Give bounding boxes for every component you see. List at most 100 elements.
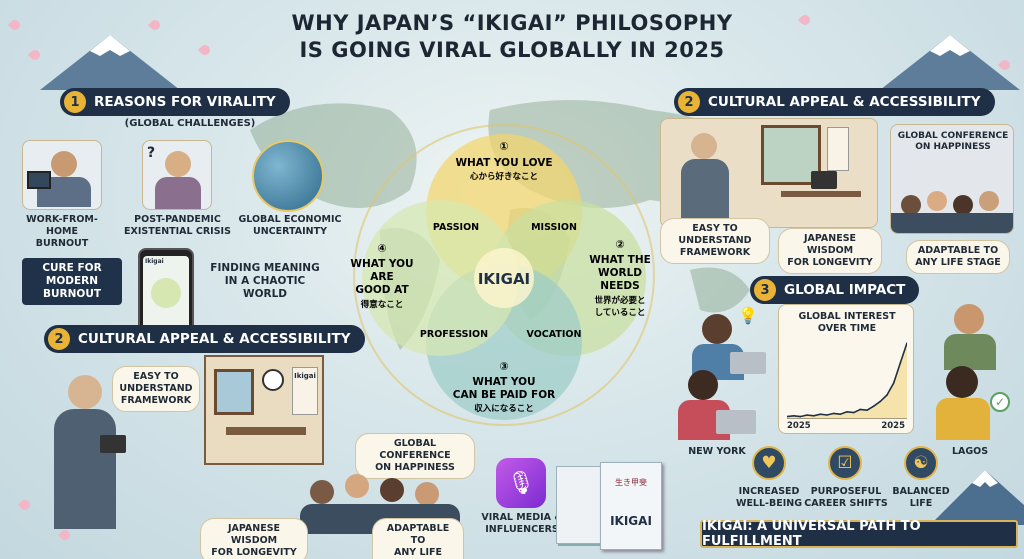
chart-point-3	[806, 414, 808, 416]
footer-banner: IKIGAI: A UNIVERSAL PATH TO FULFILLMENT	[700, 519, 1018, 549]
section-2-bottom-number: 2	[48, 328, 70, 350]
ikigai-book-cover: 生き甲斐 IKIGAI	[600, 462, 662, 550]
section-2-bottom-heading: 2 CULTURAL APPEAL & ACCESSIBILITY	[44, 325, 365, 353]
media-label: VIRAL MEDIA &INFLUENCERS	[481, 512, 563, 535]
postpandemic-illustration: ?	[142, 140, 212, 210]
section-3-number: 3	[754, 279, 776, 301]
mount-fuji-left-icon	[40, 35, 180, 90]
book-title: IKIGAI	[610, 514, 652, 528]
clock-icon	[262, 369, 284, 391]
section-2-top-heading: 2 CULTURAL APPEAL & ACCESSIBILITY	[674, 88, 995, 116]
venn-outer-ring	[353, 124, 655, 426]
desk-icon	[226, 427, 306, 435]
meditation-icon: ☯	[904, 446, 938, 480]
section-1-title: REASONS FOR VIRALITY	[94, 94, 276, 110]
window-icon	[214, 369, 254, 415]
scroll-icon	[827, 127, 849, 171]
mount-fuji-bottom-icon	[930, 470, 1024, 525]
needs-number: ②	[615, 238, 624, 251]
ikigai-venn-diagram: ① WHAT YOU LOVE 心から好きなこと ② WHAT THE WORL…	[350, 124, 655, 426]
title-line-2: IS GOING VIRAL GLOBALLY IN 2025	[299, 38, 725, 62]
desk-icon	[781, 191, 861, 197]
chart-point-1	[792, 415, 795, 417]
passion-label: PASSION	[433, 222, 479, 233]
venn-center-glow	[474, 248, 534, 308]
chart-point-0	[787, 415, 788, 418]
elderly-man-illustration	[40, 365, 130, 535]
mission-label: MISSION	[531, 222, 577, 233]
chart-point-14	[879, 400, 882, 403]
chart-point-13	[872, 405, 875, 407]
chart-point-18	[906, 342, 907, 344]
chart-point-7	[832, 412, 835, 415]
lagos-man-illustration	[930, 300, 1010, 370]
chart-point-16	[892, 382, 895, 384]
heart-hand-icon: ♥	[752, 446, 786, 480]
chart-point-5	[819, 413, 822, 415]
globe-network-icon	[252, 140, 324, 212]
love-jp-label: 心から好きなこと	[470, 171, 538, 182]
title-line-1: WHY JAPAN’S “IKIGAI” PHILOSOPHY	[291, 11, 733, 35]
lagos-label: LAGOS	[951, 446, 989, 457]
section-1-heading: 1 REASONS FOR VIRALITY	[60, 88, 290, 116]
chart-point-6	[826, 414, 828, 416]
chart-x-end: 2025	[881, 421, 905, 431]
ikigai-scroll: Ikigai	[292, 367, 318, 415]
chart-x-start: 2025	[787, 421, 811, 431]
love-number: ①	[499, 140, 508, 153]
ikigai-center-label: IKIGAI	[478, 270, 530, 288]
good-label-1: WHAT YOU	[350, 258, 413, 270]
laptop-icon	[27, 171, 51, 189]
podcast-icon[interactable]: 🎙	[496, 458, 546, 508]
good-jp-label: 得意なこと	[360, 299, 404, 310]
good-label-2: ARE	[370, 271, 393, 283]
check-icon: ✓	[990, 392, 1010, 412]
phone-app-title: Ikigai	[145, 258, 164, 265]
paid-number: ③	[499, 360, 508, 373]
needs-jp-label-1: 世界が必要と	[594, 295, 645, 306]
chart-area-fill	[787, 343, 907, 419]
chart-point-4	[812, 415, 815, 417]
chart-point-17	[899, 362, 902, 364]
new-york-label: NEW YORK	[688, 446, 746, 457]
tablet-icon	[100, 435, 126, 453]
chart-point-15	[886, 394, 888, 396]
needs-label-3: NEEDS	[600, 280, 639, 292]
venn-circle-good	[362, 200, 518, 356]
chart-point-10	[852, 411, 855, 414]
section-3-heading: 3 GLOBAL IMPACT	[750, 276, 920, 304]
lightbulb-icon: 💡	[738, 306, 758, 325]
chart-point-2	[799, 415, 802, 418]
wfh-burnout-illustration	[22, 140, 102, 210]
interest-line-chart	[787, 342, 907, 419]
section-2-top-title: CULTURAL APPEAL & ACCESSIBILITY	[708, 94, 981, 110]
stressed-person-icon	[51, 151, 77, 177]
needs-jp-label-2: していること	[595, 308, 646, 318]
ikigai-book-back	[556, 466, 608, 544]
section-3-title: GLOBAL IMPACT	[784, 282, 906, 298]
home-office-illustration: Ikigai	[204, 355, 324, 465]
mount-fuji-right-icon	[880, 35, 1020, 90]
paid-label-1: WHAT YOU	[472, 376, 535, 388]
monitor-icon	[811, 171, 837, 189]
laptop-icon	[716, 410, 756, 434]
paid-jp-label: 収入になること	[474, 403, 534, 414]
page-title: WHY JAPAN’S “IKIGAI” PHILOSOPHY IS GOING…	[260, 10, 764, 64]
checklist-icon: ☑	[828, 446, 862, 480]
